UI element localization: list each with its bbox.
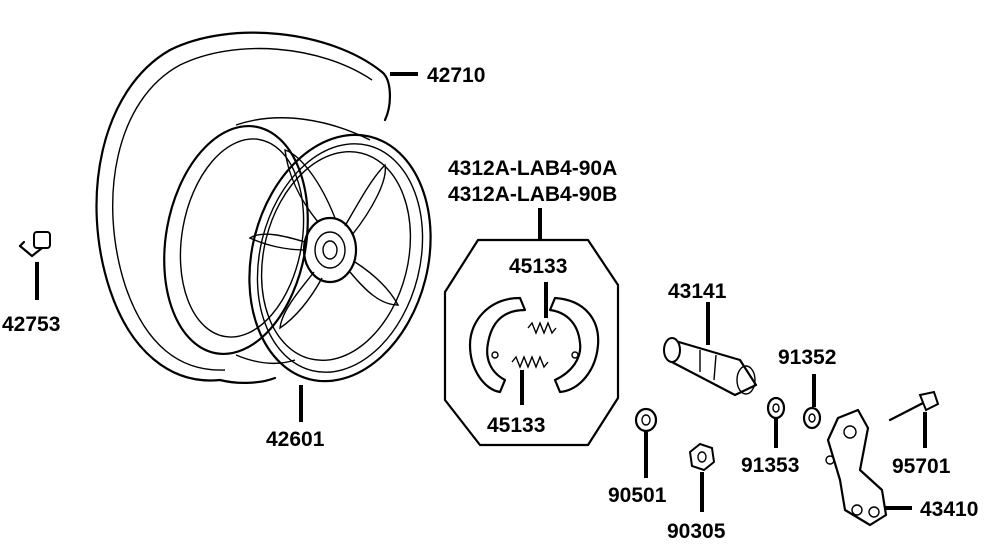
brake-arm-drawing <box>825 408 888 527</box>
label-91353: 91353 <box>741 454 799 477</box>
bolt-drawing <box>888 390 940 422</box>
label-45133-top: 45133 <box>509 255 567 278</box>
washer-90501-drawing <box>634 407 658 433</box>
rim-drawing <box>163 117 432 383</box>
label-42601: 42601 <box>266 428 325 451</box>
label-95701: 95701 <box>892 455 951 478</box>
label-42710: 42710 <box>427 64 485 87</box>
label-43410: 43410 <box>920 498 978 521</box>
label-91352: 91352 <box>778 346 836 369</box>
label-90305: 90305 <box>667 520 726 543</box>
tire-drawing <box>95 31 391 384</box>
cam-shaft-drawing <box>663 337 758 397</box>
label-4312A-LAB4-90A: 4312A-LAB4-90A <box>448 157 617 180</box>
label-43141: 43141 <box>668 280 727 303</box>
label-42753: 42753 <box>2 313 60 336</box>
spring-top-drawing <box>527 321 557 335</box>
brake-shoes-drawing <box>468 296 600 394</box>
washer-91353-drawing <box>766 396 786 420</box>
valve-drawing <box>18 231 51 258</box>
brake-shoe-kit-outline <box>443 238 620 447</box>
label-90501: 90501 <box>608 484 667 507</box>
label-4312A-LAB4-90B: 4312A-LAB4-90B <box>448 183 617 206</box>
nut-90305-drawing <box>688 442 716 472</box>
label-45133-bottom: 45133 <box>487 414 545 437</box>
spring-bottom-drawing <box>511 355 549 369</box>
washer-91352-drawing <box>802 406 822 430</box>
